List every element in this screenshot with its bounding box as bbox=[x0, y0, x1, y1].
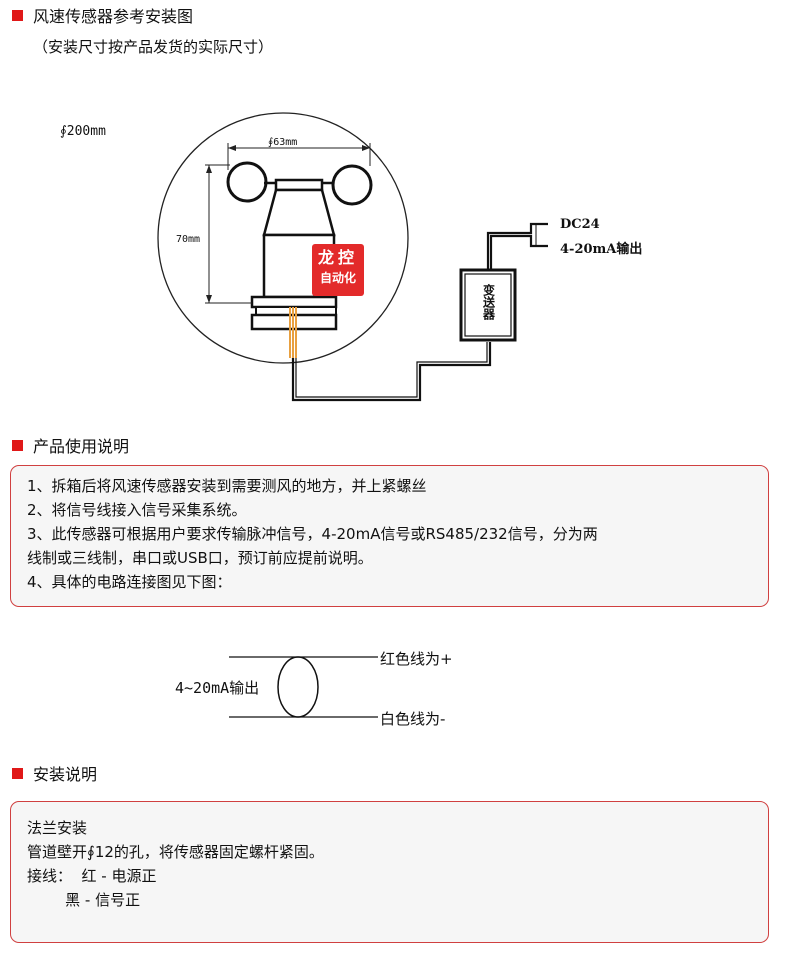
red-wire-label: 红色线为+ bbox=[380, 650, 453, 668]
right-cup bbox=[331, 164, 373, 206]
install-line: 法兰安装 bbox=[27, 819, 88, 837]
red-square-icon bbox=[12, 440, 23, 451]
install-list: 法兰安装 管道壁开∮12的孔，将传感器固定螺杆紧固。 接线： 红 - 电源正 黑… bbox=[27, 816, 324, 912]
usage-line: 1、拆箱后将风速传感器安装到需要测风的地方，并上紧螺丝 bbox=[27, 477, 427, 495]
section-title-usage: 产品使用说明 bbox=[12, 437, 129, 457]
sensor-upper-body bbox=[262, 188, 336, 237]
red-square-icon bbox=[12, 768, 23, 779]
section-title-install-diagram: 风速传感器参考安装图 bbox=[12, 7, 193, 27]
diameter-dimension: ∮200mm bbox=[60, 124, 106, 139]
white-wire-label: 白色线为- bbox=[380, 710, 446, 728]
page-title: 风速传感器参考安装图 bbox=[33, 7, 194, 26]
hub-top bbox=[274, 178, 324, 192]
watermark-line2: 自动化 bbox=[319, 271, 356, 285]
transmitter-label: 变送器 bbox=[481, 284, 496, 323]
usage-box: 1、拆箱后将风速传感器安装到需要测风的地方，并上紧螺丝 2、将信号线接入信号采集… bbox=[10, 465, 769, 607]
install-title: 安装说明 bbox=[33, 765, 98, 784]
section-title-install: 安装说明 bbox=[12, 765, 97, 785]
width-dimension: ∮63mm bbox=[268, 137, 298, 148]
mounting-circle bbox=[157, 112, 409, 364]
dc-label: DC24 bbox=[560, 217, 600, 232]
left-cup bbox=[226, 161, 268, 203]
watermark-logo: 龙控 自动化 bbox=[312, 244, 364, 296]
output-label: 4-20mA输出 bbox=[560, 242, 643, 257]
install-line: 管道壁开∮12的孔，将传感器固定螺杆紧固。 bbox=[27, 843, 324, 861]
install-box: 法兰安装 管道壁开∮12的孔，将传感器固定螺杆紧固。 接线： 红 - 电源正 黑… bbox=[10, 801, 769, 943]
output-wiring-label: 4~20mA输出 bbox=[175, 679, 260, 697]
size-note: （安装尺寸按产品发货的实际尺寸） bbox=[33, 38, 274, 56]
cable-ellipse bbox=[277, 656, 319, 718]
red-square-icon bbox=[12, 10, 23, 21]
wiring-diagram bbox=[229, 656, 378, 718]
usage-line: 2、将信号线接入信号采集系统。 bbox=[27, 501, 247, 519]
flange-top bbox=[250, 295, 338, 309]
install-line: 黑 - 信号正 bbox=[27, 891, 141, 909]
usage-list: 1、拆箱后将风速传感器安装到需要测风的地方，并上紧螺丝 2、将信号线接入信号采集… bbox=[27, 474, 598, 594]
usage-title: 产品使用说明 bbox=[33, 437, 130, 456]
usage-line: 线制或三线制，串口或USB口，预订前应提前说明。 bbox=[27, 549, 373, 567]
install-line: 接线： 红 - 电源正 bbox=[27, 867, 157, 885]
usage-line: 4、具体的电路连接图见下图： bbox=[27, 573, 232, 591]
watermark-line1: 龙控 bbox=[317, 248, 358, 267]
transmitter-label-text: 变送器 bbox=[481, 284, 496, 320]
height-dimension: 70mm bbox=[176, 234, 201, 245]
sensor-install-diagram bbox=[157, 112, 548, 402]
usage-line: 3、此传感器可根据用户要求传输脉冲信号，4-20mA信号或RS485/232信号… bbox=[27, 525, 598, 543]
